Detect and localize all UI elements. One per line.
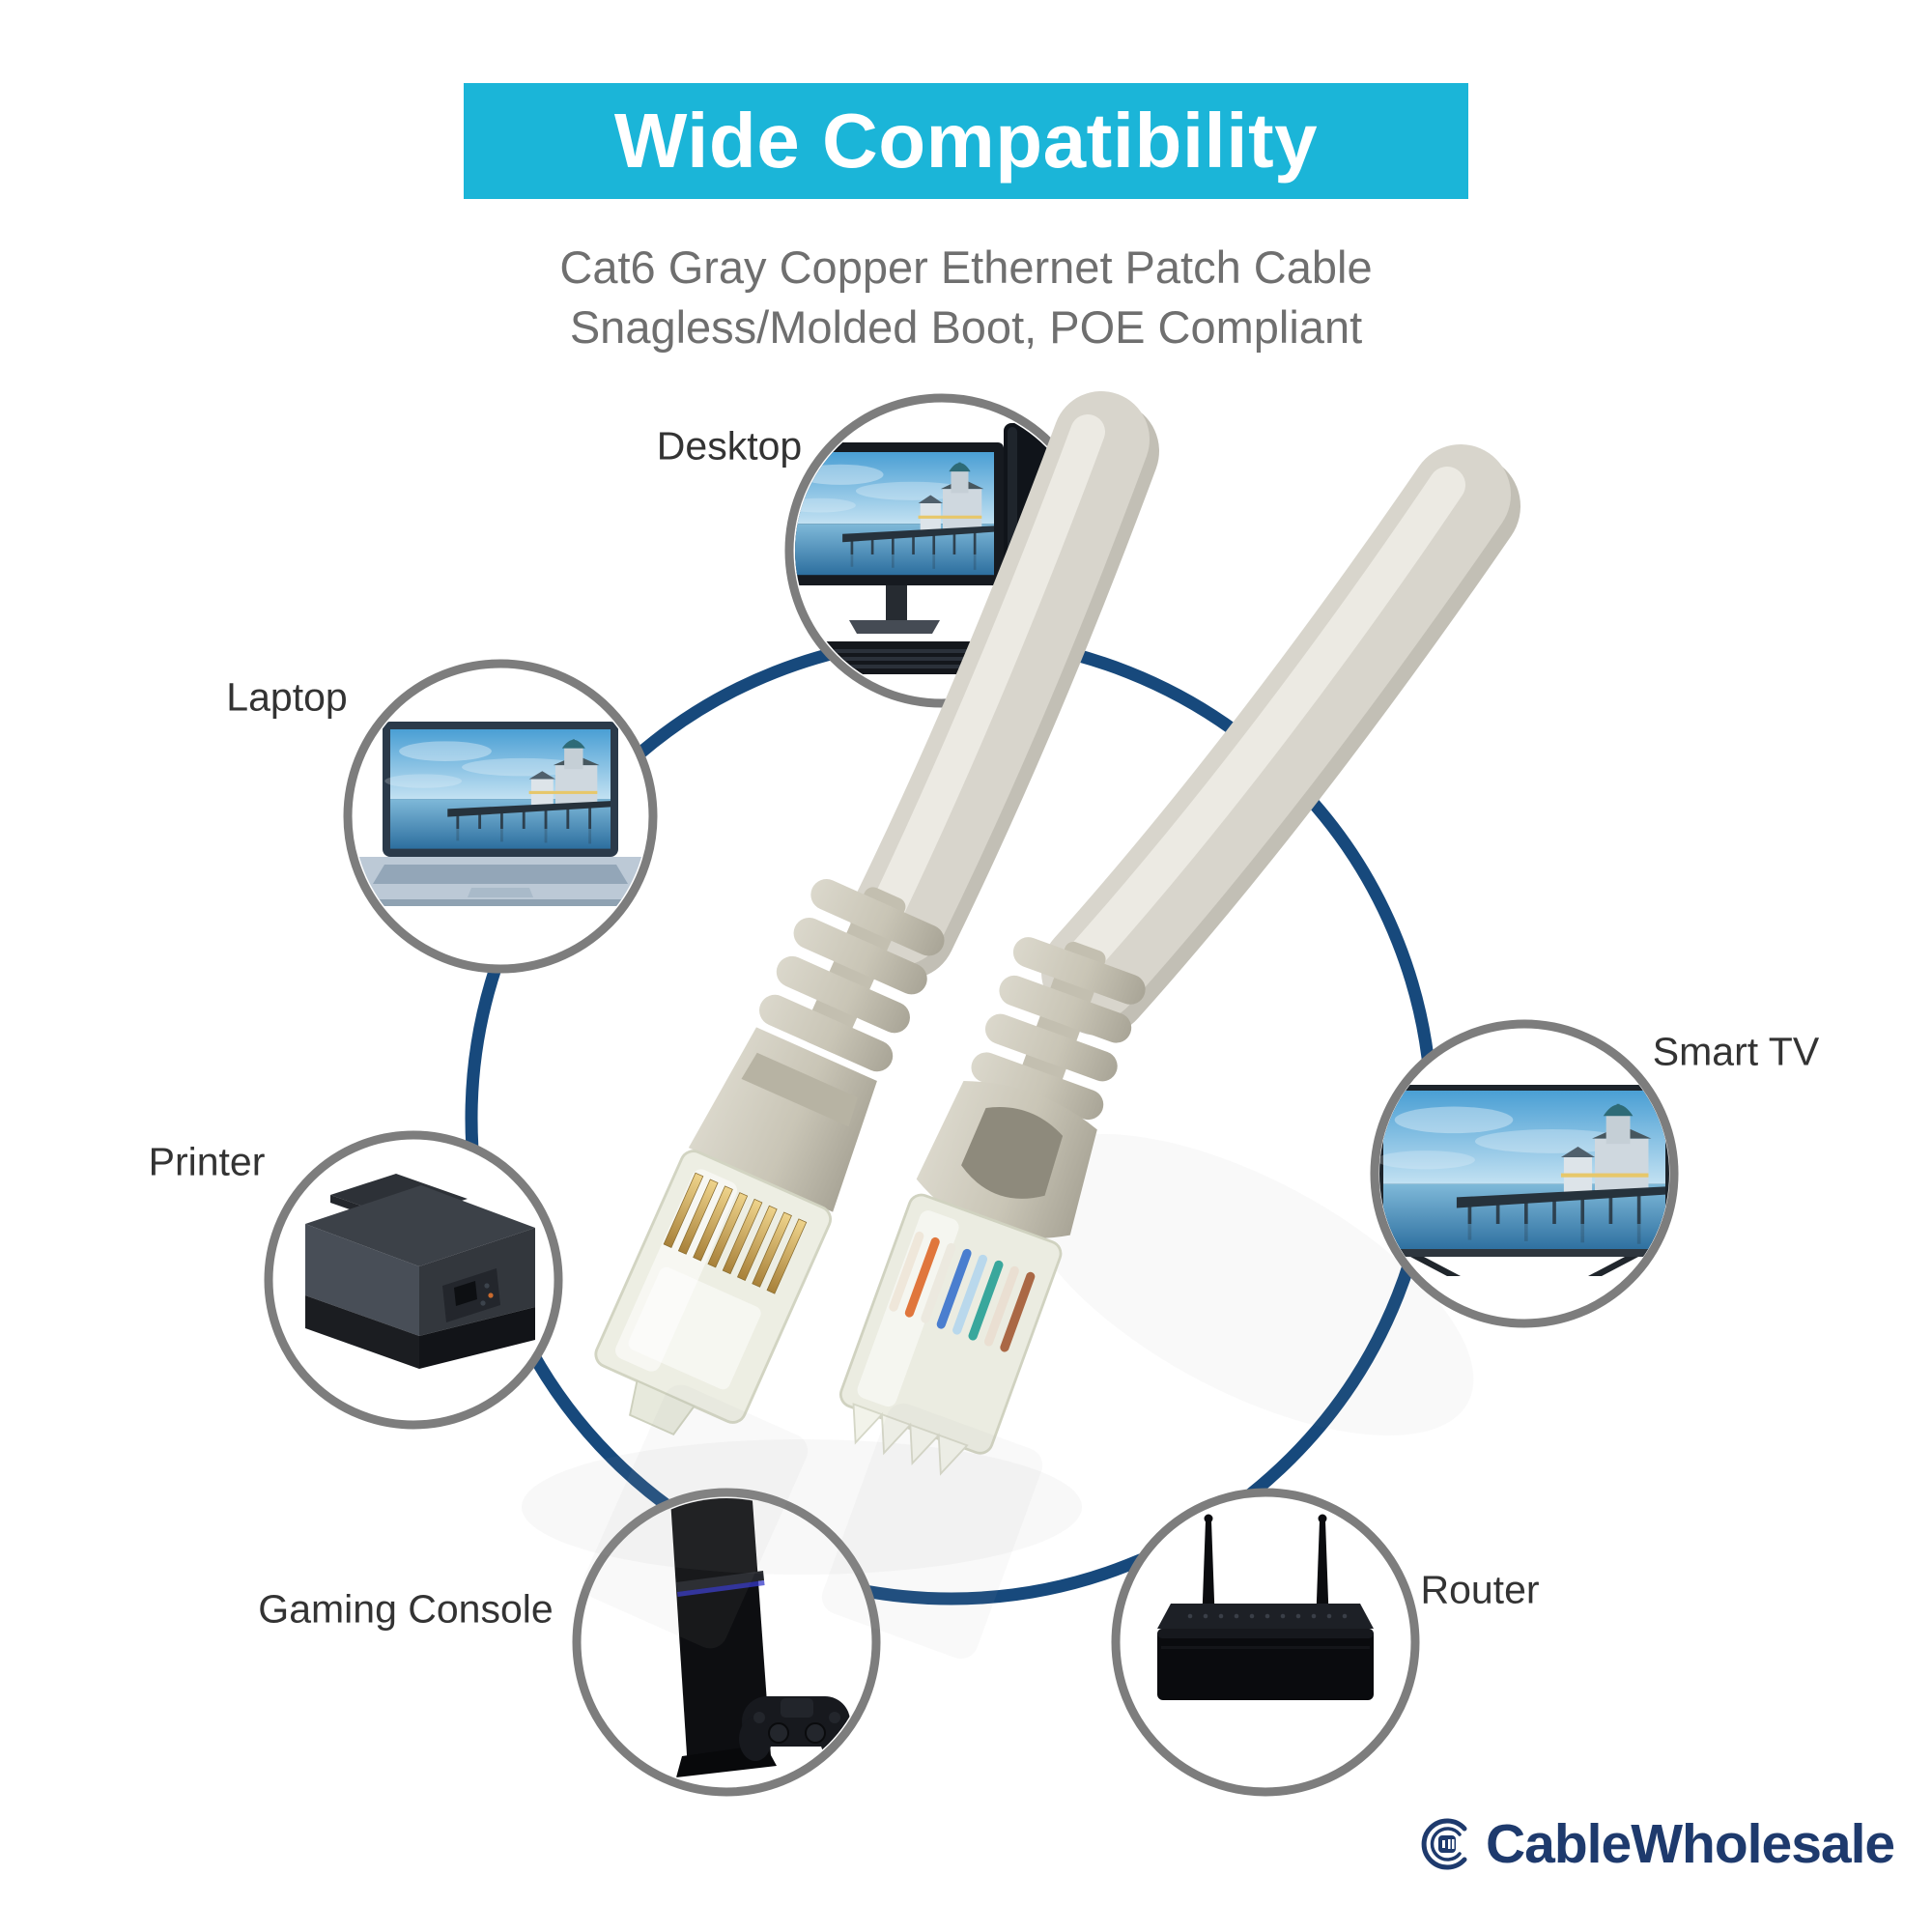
label-laptop: Laptop — [226, 674, 348, 720]
cable-reflection — [1018, 1134, 1474, 1435]
logo-text: CableWholesale — [1486, 1813, 1895, 1875]
smart-tv-illustration — [1379, 1085, 1669, 1276]
brand-logo: CableWholesale — [1420, 1812, 1895, 1876]
label-desktop: Desktop — [656, 423, 803, 469]
laptop-illustration — [354, 722, 647, 906]
cablewholesale-icon — [1421, 1818, 1467, 1870]
title-banner: Wide Compatibility — [464, 83, 1468, 199]
product-subtitle: Cat6 Gray Copper Ethernet Patch Cable Sn… — [0, 238, 1932, 357]
router-illustration — [1157, 1514, 1374, 1700]
gold-pins — [663, 1172, 808, 1294]
subtitle-line-2: Snagless/Molded Boot, POE Compliant — [569, 301, 1363, 354]
label-gaming-console: Gaming Console — [258, 1586, 554, 1632]
pin-teeth — [852, 1403, 969, 1476]
label-printer: Printer — [148, 1139, 266, 1184]
printer-illustration — [305, 1174, 535, 1369]
rj45-connector-left — [594, 879, 945, 1436]
rj45-connector-right — [838, 937, 1146, 1476]
page-title: Wide Compatibility — [613, 98, 1319, 184]
subtitle-line-1: Cat6 Gray Copper Ethernet Patch Cable — [559, 242, 1373, 293]
colored-wires — [889, 1231, 1036, 1352]
ethernet-cable — [850, 391, 1520, 1036]
label-smart-tv: Smart TV — [1652, 1029, 1820, 1074]
label-router: Router — [1420, 1567, 1540, 1612]
connector-ghost-left — [582, 1384, 809, 1649]
connector-ghost-right — [821, 1403, 1043, 1660]
